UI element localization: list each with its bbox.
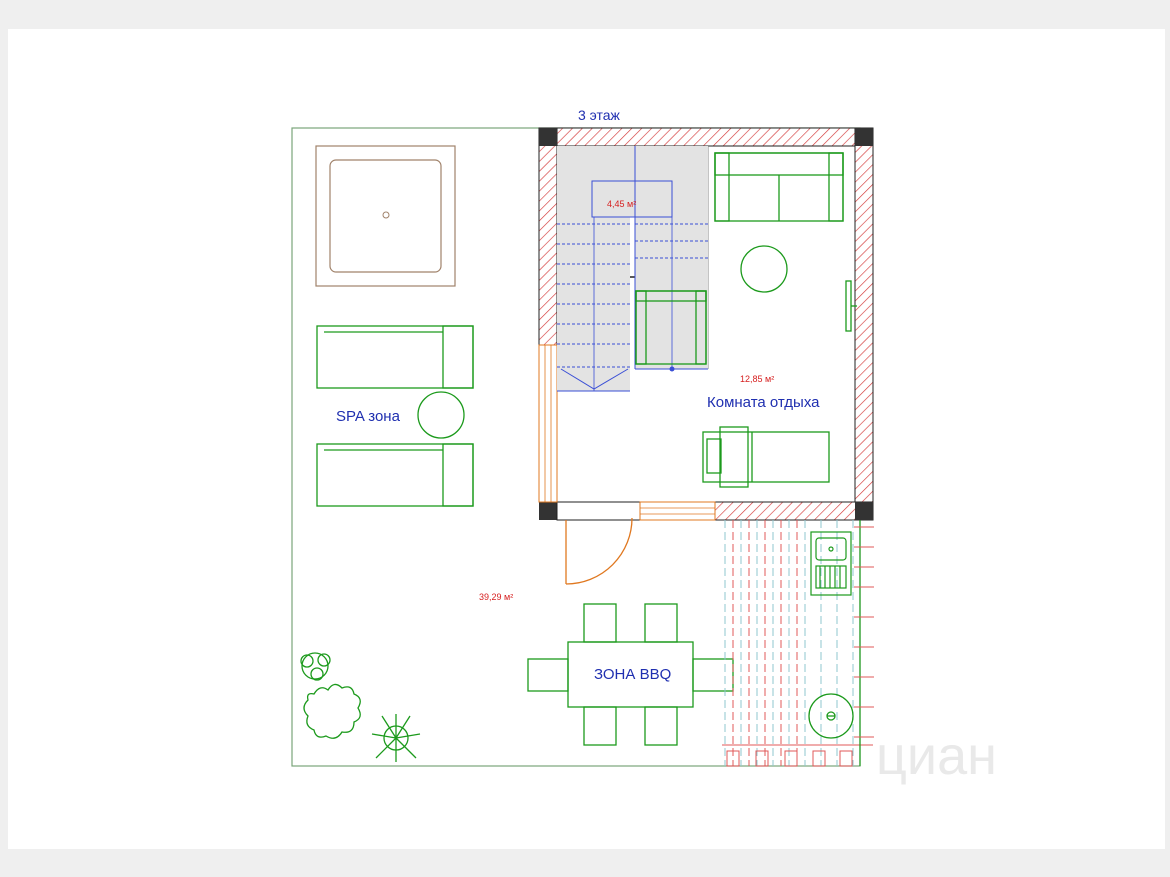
chair: [692, 658, 734, 692]
watermark: циан: [876, 726, 997, 786]
sunbed-upper: [316, 325, 474, 389]
bush-icon: [303, 683, 361, 739]
pergola-deck: [722, 520, 874, 767]
coffee-table: [740, 245, 788, 293]
chair: [583, 603, 617, 643]
terrace-area-label: 39,29 м²: [479, 592, 513, 602]
drawing-sheet: 3 этаж: [8, 29, 1165, 849]
stairwell: [557, 146, 708, 392]
bbq-grill: [808, 693, 854, 739]
floor-plan: 3 этаж: [291, 107, 997, 786]
armchair: [635, 290, 707, 365]
spa-side-table: [417, 391, 465, 439]
entrance-door: [565, 517, 633, 585]
chair: [644, 603, 678, 643]
chair: [583, 706, 617, 746]
lounge-area-label: 12,85 м²: [740, 374, 774, 384]
outdoor-sink: [810, 531, 852, 596]
floor-title: 3 этаж: [578, 107, 621, 123]
stair-area-label: 4,45 м²: [607, 199, 636, 209]
sunbed-lower: [316, 443, 474, 507]
tv-stand: [845, 280, 857, 332]
bbq-zone-label: ЗОНА BBQ: [594, 666, 671, 683]
chair: [644, 706, 678, 746]
plants: [300, 652, 421, 762]
spa-zone-label: SPA зона: [336, 408, 401, 425]
lounge-chaise: [702, 426, 830, 488]
lounge-name-label: Комната отдыха: [707, 394, 820, 411]
hot-tub: [315, 145, 456, 287]
shrub-icon: [300, 652, 331, 681]
sofa: [714, 152, 844, 222]
fern-icon: [371, 714, 421, 762]
dining-set: [527, 603, 734, 746]
chair: [527, 658, 569, 692]
